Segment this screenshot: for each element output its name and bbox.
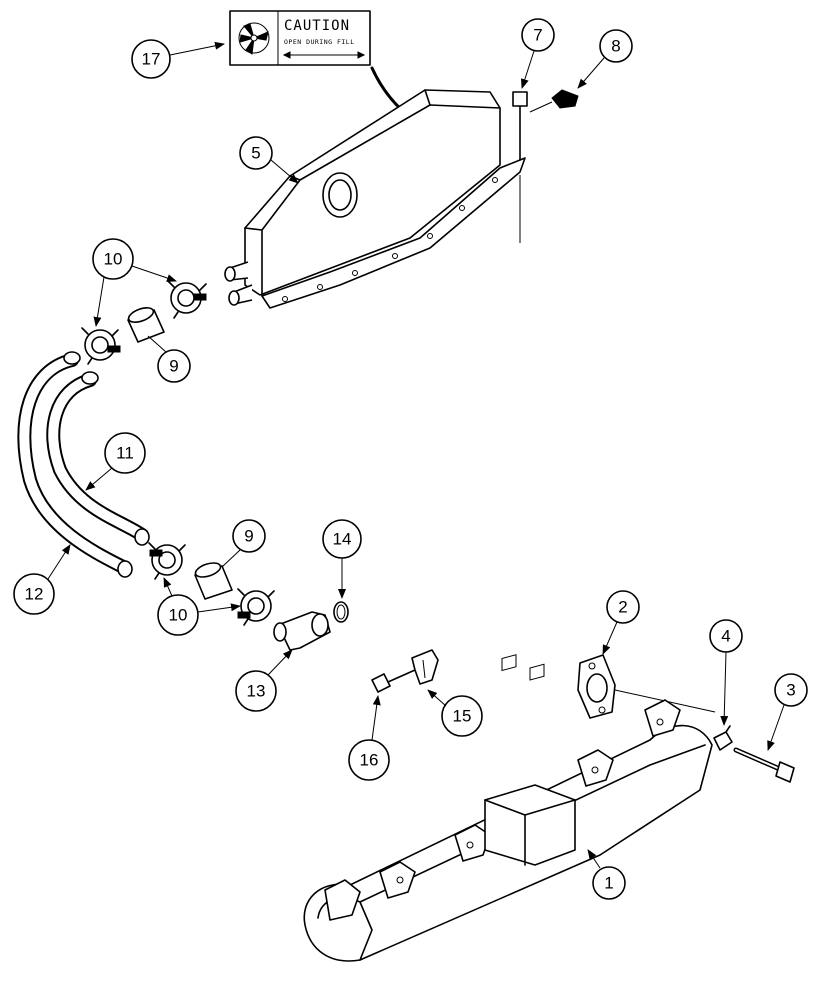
gasket-2: [577, 654, 616, 719]
callout-label-8: 8: [611, 37, 620, 56]
callout-12: 12: [13, 573, 55, 615]
callout-2: 2: [606, 590, 640, 624]
callout-label-13: 13: [247, 682, 266, 701]
callout-10-upper: 10: [92, 238, 134, 280]
callout-15: 15: [441, 695, 483, 737]
callout-label-4: 4: [721, 627, 730, 646]
callout-14: 14: [322, 519, 362, 559]
o-ring-14: [333, 601, 349, 623]
callout-label-9-upper: 9: [169, 357, 178, 376]
sleeve-upper: [127, 307, 165, 343]
decal-subtitle: OPEN DURING FILL: [284, 38, 355, 46]
callout-label-15: 15: [453, 707, 472, 726]
callout-9-lower: 9: [232, 519, 266, 553]
callout-label-16: 16: [360, 751, 379, 770]
bracket-15: [411, 649, 439, 685]
lock-plate-4: [713, 725, 733, 751]
hose-11: [46, 371, 150, 546]
callout-label-5: 5: [251, 144, 260, 163]
decal-title: CAUTION: [284, 18, 350, 34]
callout-label-9-lower: 9: [244, 527, 253, 546]
hose-12: [17, 351, 133, 578]
callout-label-7: 7: [533, 26, 542, 45]
caution-decal: CAUTION OPEN DURING FILL: [229, 10, 371, 66]
clamp-lower-left: [148, 542, 186, 580]
callout-4: 4: [709, 619, 743, 653]
bolt-16: [371, 669, 416, 693]
exhaust-manifold: [303, 654, 713, 962]
bolt-3: [733, 747, 795, 783]
sleeve-lower: [194, 562, 233, 600]
callout-label-14: 14: [333, 530, 352, 549]
clamp-lower-right: [237, 588, 275, 626]
elbow-13: [273, 611, 331, 651]
fan-warning-icon: [238, 22, 270, 55]
clamp-upper-right: [167, 280, 207, 319]
callout-17: 17: [131, 39, 171, 79]
callout-13: 13: [235, 670, 277, 712]
callout-11: 11: [104, 432, 146, 474]
callout-label-17: 17: [142, 50, 161, 69]
callout-10-lower: 10: [157, 594, 199, 636]
callout-9-upper: 9: [157, 349, 191, 383]
callout-label-3: 3: [786, 681, 795, 700]
callout-label-10-lower: 10: [169, 606, 188, 625]
callout-3: 3: [774, 673, 808, 707]
clamp-upper-left: [81, 327, 121, 365]
callout-label-11: 11: [116, 444, 134, 463]
callout-7: 7: [521, 18, 555, 52]
bolt-7: [512, 91, 528, 243]
callout-1: 1: [592, 866, 626, 900]
expansion-tank: [224, 89, 526, 309]
callout-label-12: 12: [25, 585, 44, 604]
callout-5: 5: [239, 136, 273, 170]
callout-8: 8: [599, 29, 633, 63]
callout-label-10-upper: 10: [104, 250, 123, 269]
callout-label-2: 2: [618, 598, 627, 617]
callout-label-1: 1: [604, 874, 613, 893]
sender-8: [529, 89, 579, 113]
callout-16: 16: [348, 739, 390, 781]
